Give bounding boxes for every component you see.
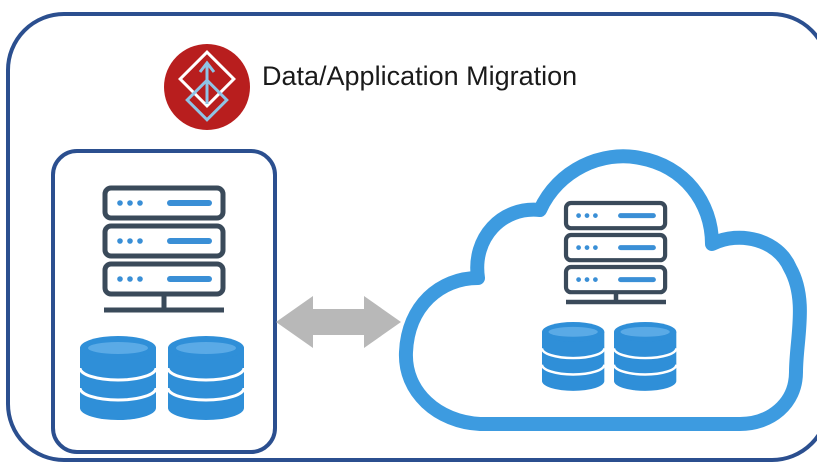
cloud-server-stack-icon (566, 203, 666, 305)
migration-logo-icon (164, 44, 250, 130)
database-icon (166, 334, 246, 422)
database-icon (78, 334, 158, 422)
database-icon (612, 320, 678, 393)
on-premises-box (51, 149, 277, 454)
on-premises-server-stack-icon (104, 188, 224, 313)
on-premises-database-icons (78, 334, 246, 422)
diagram-title: Data/Application Migration (262, 61, 578, 91)
outer-frame (6, 12, 817, 462)
bidirectional-arrow-icon (276, 296, 401, 348)
database-icon (540, 320, 606, 393)
